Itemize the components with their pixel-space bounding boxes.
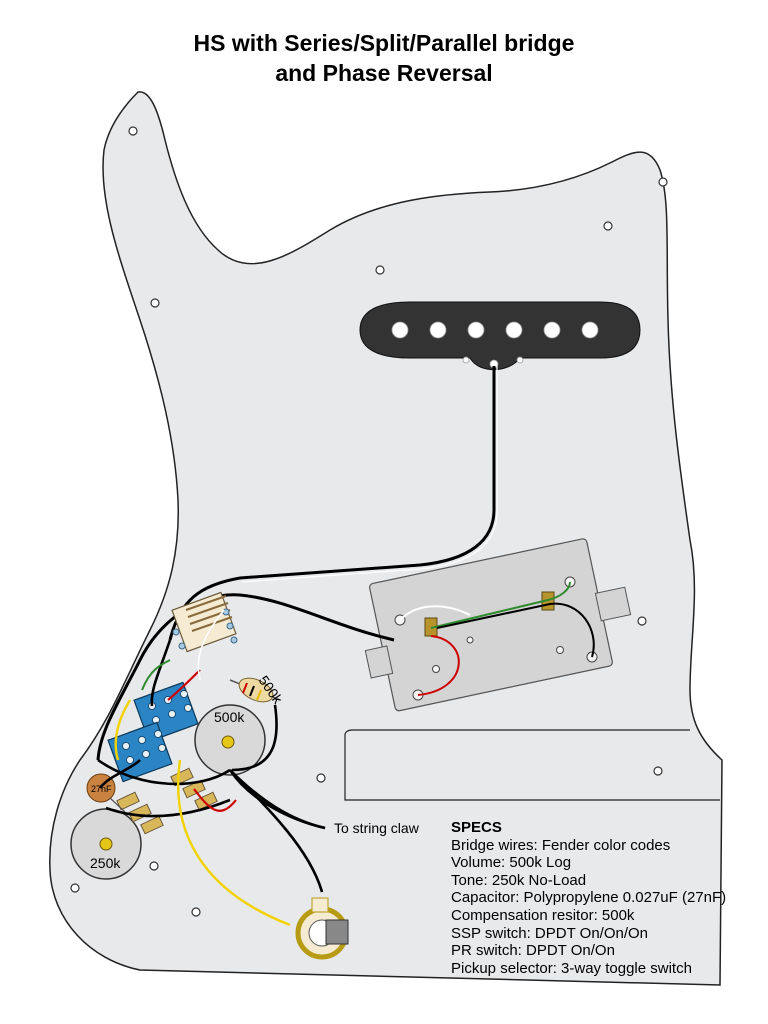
screw-holes [70,126,668,917]
spec-item: Capacitor: Polypropylene 0.027uF (27nF) [451,889,727,907]
string-claw-label: To string claw [334,820,420,836]
pickup-selector-3-way [171,591,238,653]
screw-hole [70,883,80,893]
spec-item: SSP switch: DPDT On/On/On [451,924,649,942]
screw-hole [653,766,663,776]
screw-hole [375,265,385,275]
neck-pickup-single-coil [359,301,641,371]
volume-pot-label: 500k [214,709,245,725]
bridge-wire-green [430,581,571,629]
bridge-wire-black [436,602,595,658]
screw-hole [316,773,326,783]
screw-hole [658,177,668,187]
spec-item: Bridge wires: Fender color codes [451,836,671,854]
compensation-resistor [229,677,281,703]
screw-hole [637,616,647,626]
green-wires [141,659,171,691]
red-wires [167,669,237,812]
spec-item: Compensation resitor: 500k [451,906,635,924]
spec-item: PR switch: DPDT On/On [451,942,615,960]
tone-pot-label: 250k [90,855,121,871]
capacitor-label: 27nF [91,784,112,794]
spec-item: Volume: 500k Log [451,854,572,872]
specs-block: SPECS Bridge wires: Fender color codes V… [451,819,726,977]
pr-switch-dpdt [107,721,173,783]
screw-hole [603,221,613,231]
bridge-pickup-humbucker [364,538,632,712]
screw-hole [150,298,160,308]
bridge-wire-red [417,635,460,696]
tone-pot [70,791,164,880]
neck-pickup-cable-white [241,366,498,583]
spec-item: Pickup selector: 3-way toggle switch [451,959,692,977]
white-wires [197,609,225,681]
spec-item: Tone: 250k No-Load [451,871,587,889]
cavity-outline [344,735,720,801]
output-jack [295,897,349,960]
bridge-cutout [344,729,690,736]
yellow-wires [114,699,291,927]
screw-hole [149,861,159,871]
specs-list: Bridge wires: Fender color codes Volume:… [451,837,726,978]
bridge-wire-white [399,605,471,621]
screw-hole [128,126,138,136]
diagram-title-line-1: HS with Series/Split/Parallel bridge [193,30,575,56]
string-claw-wire [229,769,326,830]
specs-heading: SPECS [451,819,502,836]
screw-hole [191,907,201,917]
diagram-title-line-2: and Phase Reversal [275,60,493,86]
